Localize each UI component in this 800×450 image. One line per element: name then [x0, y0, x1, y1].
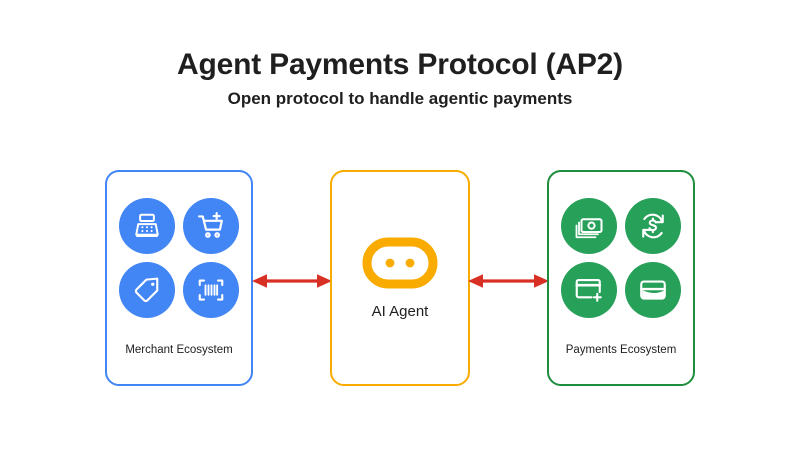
- payments-ecosystem-label: Payments Ecosystem: [565, 344, 677, 356]
- ai-agent-label: AI Agent: [371, 302, 429, 320]
- ai-agent-card[interactable]: AI Agent: [330, 170, 470, 386]
- payments-icon-grid: [561, 198, 681, 318]
- banknotes-icon[interactable]: [561, 198, 617, 254]
- merchant-ecosystem-card[interactable]: Merchant Ecosystem: [105, 170, 253, 386]
- add-to-cart-icon[interactable]: [183, 198, 239, 254]
- merchant-agent-arrow: [252, 270, 332, 292]
- refund-icon[interactable]: [625, 198, 681, 254]
- barcode-scanner-icon[interactable]: [183, 262, 239, 318]
- price-tag-icon[interactable]: [119, 262, 175, 318]
- agent-payments-arrow: [468, 270, 549, 292]
- merchant-ecosystem-label: Merchant Ecosystem: [125, 344, 233, 356]
- robot-face-icon: [362, 237, 438, 288]
- ai-agent-content: AI Agent: [332, 172, 468, 384]
- ap2-diagram: Merchant Ecosystem AI Agent: [0, 170, 800, 390]
- merchant-icon-grid: [119, 198, 239, 318]
- page-subtitle: Open protocol to handle agentic payments: [227, 89, 573, 108]
- payments-ecosystem-card[interactable]: Payments Ecosystem: [547, 170, 695, 386]
- point-of-sale-terminal-icon[interactable]: [119, 198, 175, 254]
- add-credit-card-icon[interactable]: [561, 262, 617, 318]
- page-title: Agent Payments Protocol (AP2): [177, 48, 623, 81]
- page-header: Agent Payments Protocol (AP2) Open proto…: [0, 48, 800, 109]
- wallet-icon[interactable]: [625, 262, 681, 318]
